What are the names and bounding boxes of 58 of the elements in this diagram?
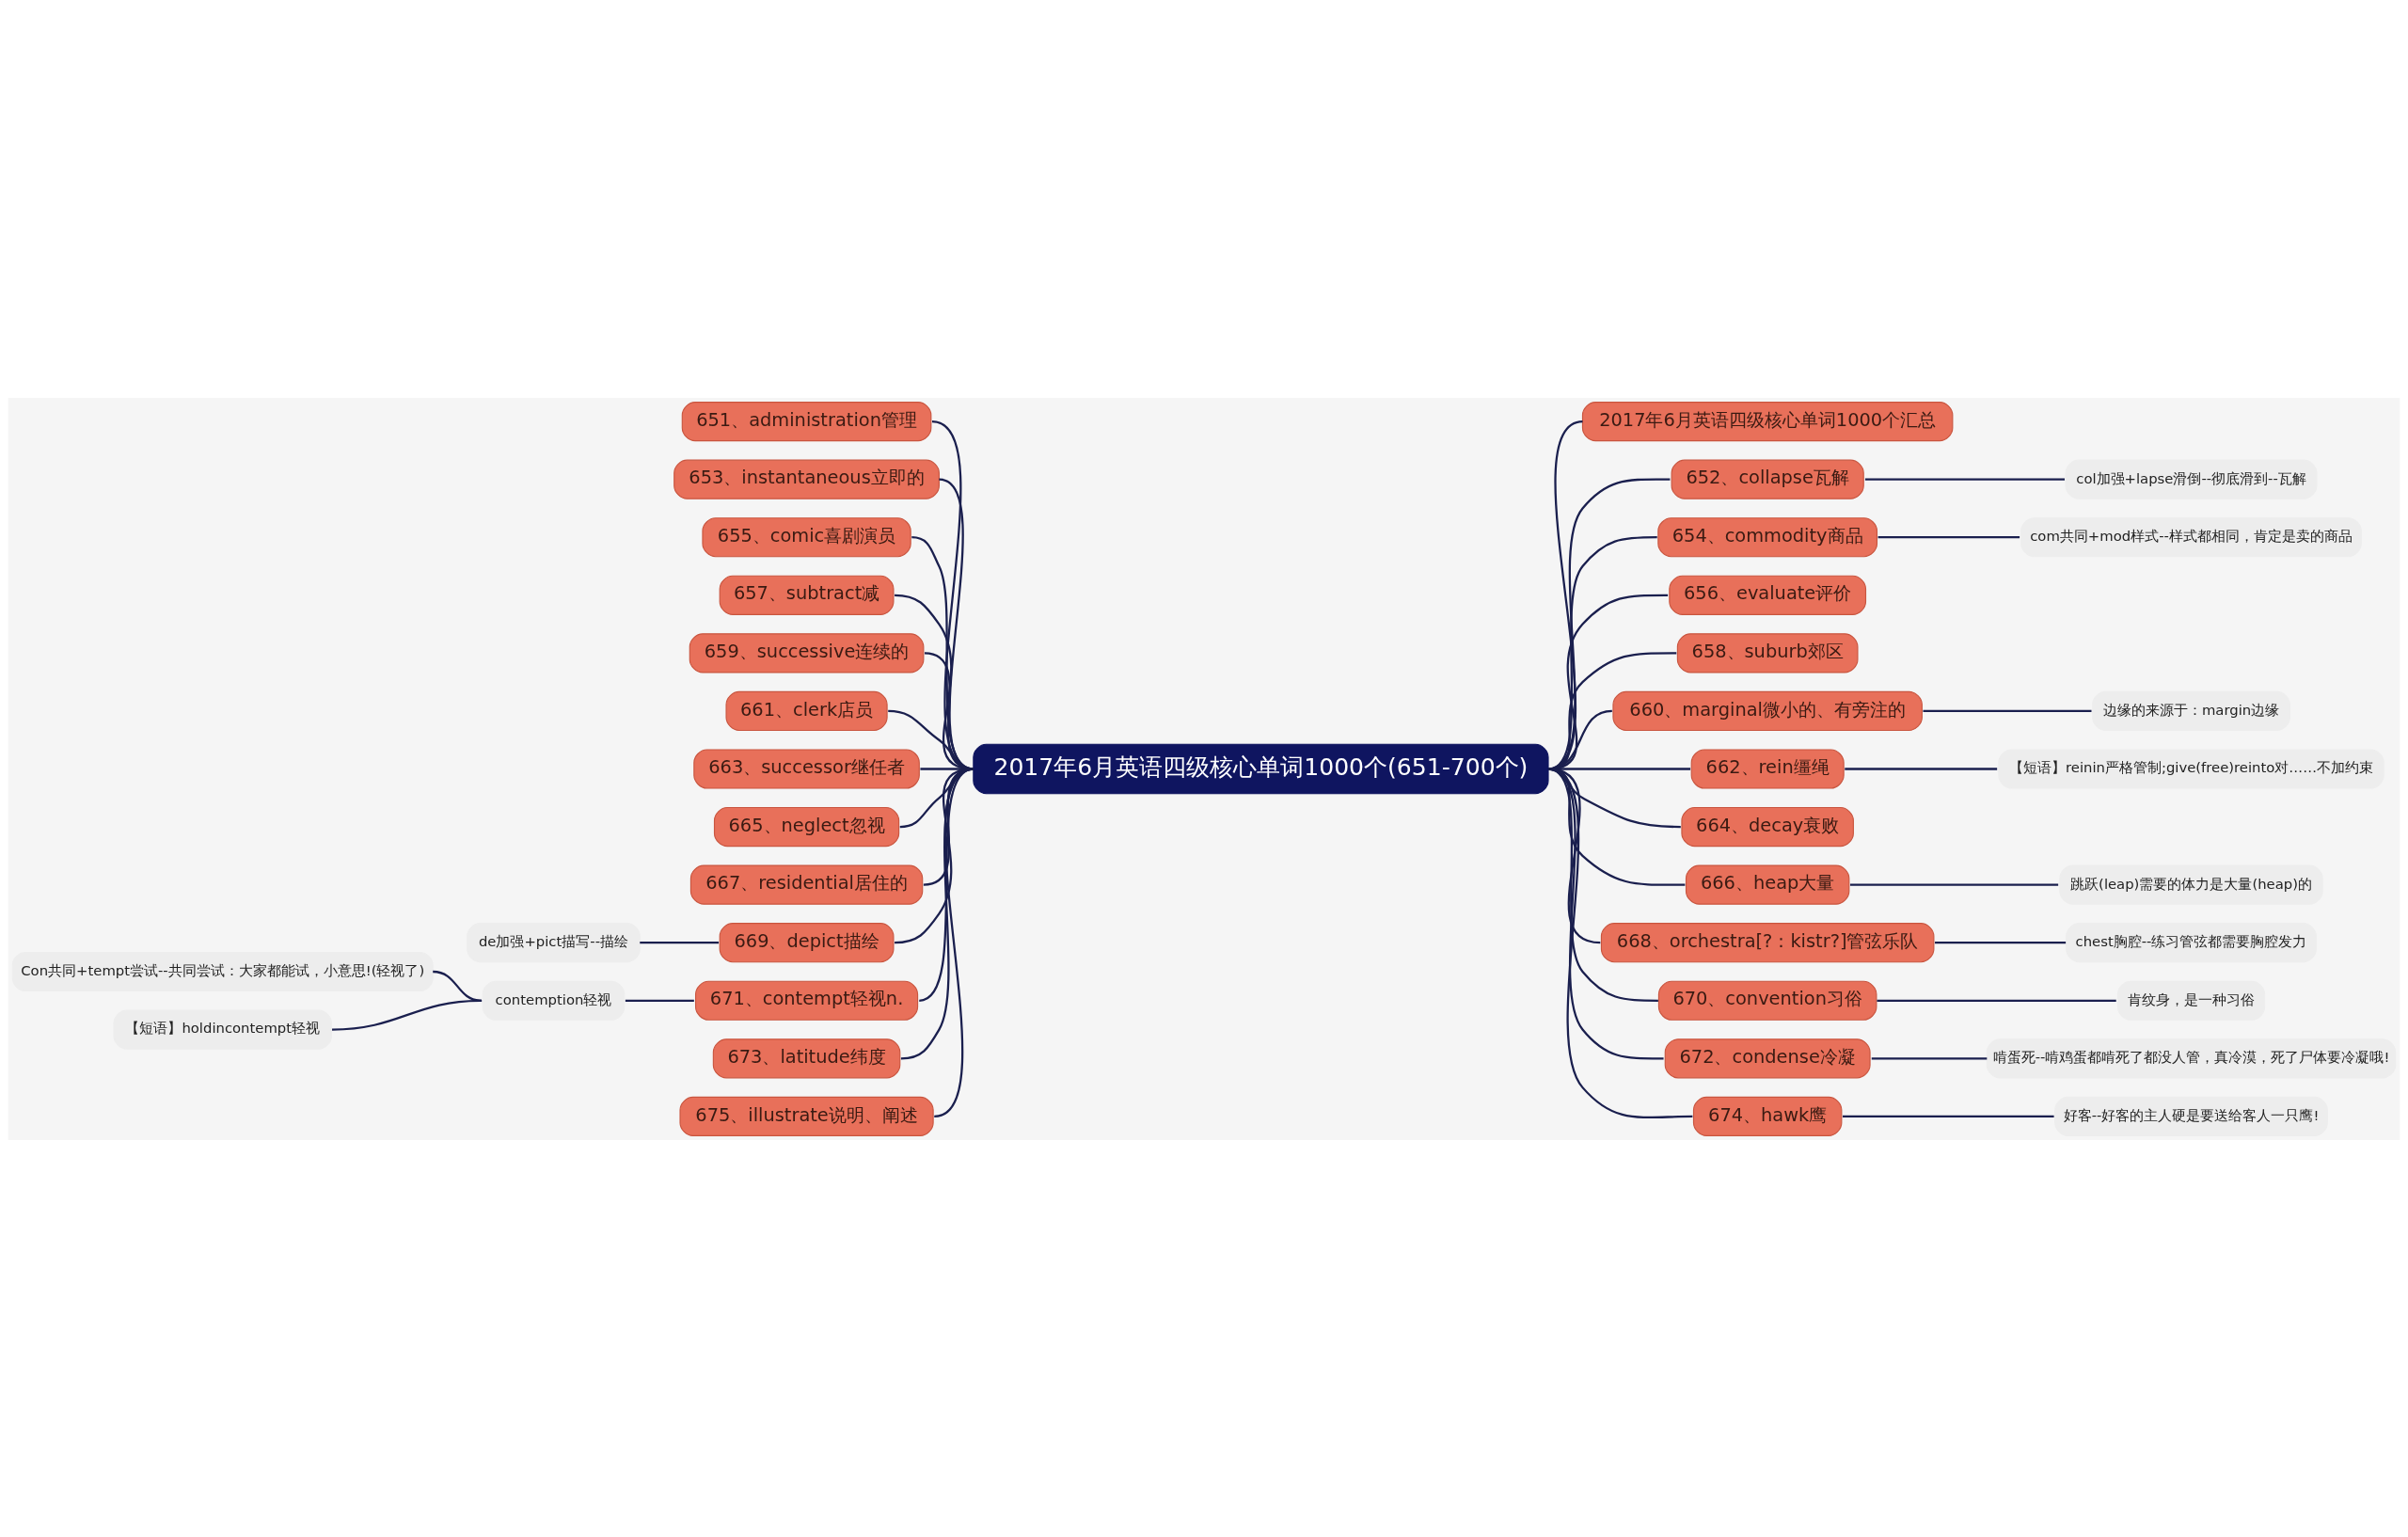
node-box: 啃蛋死--啃鸡蛋都啃死了都没人管，真冷漠，死了尸体要冷凝哦! (1986, 1038, 2397, 1078)
connector (1548, 767, 1691, 770)
node-box: 670、convention习俗 (1657, 980, 1877, 1021)
node-box: contemption轻视 (482, 980, 626, 1021)
node-box: 【短语】holdincontempt轻视 (113, 1008, 333, 1050)
node-box: 673、latitude纬度 (712, 1038, 901, 1078)
connector (1864, 478, 2065, 481)
node-box: 665、neglect忽视 (713, 806, 900, 847)
node-box: 658、suburb郊区 (1676, 632, 1859, 673)
node-box: 【短语】reinin严格管制;give(free)reinto对……不加约束 (1998, 748, 2384, 789)
node-box: de加强+pict描写--描绘 (467, 922, 641, 962)
connector (895, 767, 974, 943)
node-box: 664、decay衰败 (1681, 806, 1854, 847)
connector (1547, 767, 1693, 1118)
connector (1849, 883, 2059, 886)
node-box: 666、heap大量 (1685, 864, 1850, 905)
connector (640, 941, 720, 943)
node-box: com共同+mod样式--样式都相同，肯定是卖的商品 (2020, 516, 2362, 557)
node-box: 663、successor继任者 (693, 748, 920, 789)
node-box: 657、subtract减 (719, 575, 895, 615)
node-box: 边缘的来源于：margin边缘 (2092, 690, 2290, 731)
node-box: 652、collapse瓦解 (1671, 459, 1864, 499)
connector (1877, 999, 2116, 1002)
node-box: 肯纹身，是一种习俗 (2116, 980, 2266, 1021)
node-box: 655、comic喜剧演员 (702, 516, 911, 557)
connector (1842, 1115, 2054, 1117)
node-box: col加强+lapse滑倒--彻底滑到--瓦解 (2065, 459, 2318, 499)
node-box: 662、rein缰绳 (1690, 748, 1845, 789)
connector (1923, 709, 2092, 712)
node-box: 667、residential居住的 (689, 864, 924, 905)
node-box: 669、depict描绘 (719, 922, 895, 962)
node-box: 661、clerk店员 (725, 690, 888, 731)
node-box: 672、condense冷凝 (1664, 1038, 1871, 1078)
node-box: Con共同+tempt尝试--共同尝试：大家都能试，小意思!(轻视了) (11, 951, 434, 991)
node-box: 2017年6月英语四级核心单词1000个汇总 (1581, 401, 1954, 441)
node-box: 654、commodity商品 (1657, 516, 1878, 557)
node-box: 668、orchestra[?：kistr?]管弦乐队 (1600, 922, 1935, 962)
connector (918, 767, 974, 1002)
connector (1871, 1056, 1988, 1059)
node-box: 659、successive连续的 (689, 632, 925, 673)
connector (332, 999, 483, 1031)
connector (433, 970, 483, 1002)
node-box: 651、administration管理 (681, 401, 932, 441)
node-box: 跳跃(leap)需要的体力是大量(heap)的 (2059, 864, 2323, 905)
connector (900, 767, 974, 1059)
node-box: 674、hawk鹰 (1692, 1096, 1843, 1136)
node-box: 好客--好客的主人硬是要送给客人一只鹰! (2054, 1096, 2328, 1136)
connector (1877, 535, 2020, 538)
node-box: 671、contempt轻视n. (695, 980, 919, 1021)
node-box: 660、marginal微小的、有旁注的 (1612, 690, 1923, 731)
connector (625, 999, 694, 1002)
node-box: 2017年6月英语四级核心单词1000个(651-700个) (973, 743, 1549, 794)
node-box: 656、evaluate评价 (1669, 575, 1867, 615)
node-box: 675、illustrate说明、阐述 (679, 1096, 934, 1136)
node-box: chest胸腔--练习管弦都需要胸腔发力 (2066, 922, 2317, 962)
node-box: 653、instantaneous立即的 (673, 459, 940, 499)
connector (1845, 767, 1998, 770)
connector (1935, 941, 2067, 943)
